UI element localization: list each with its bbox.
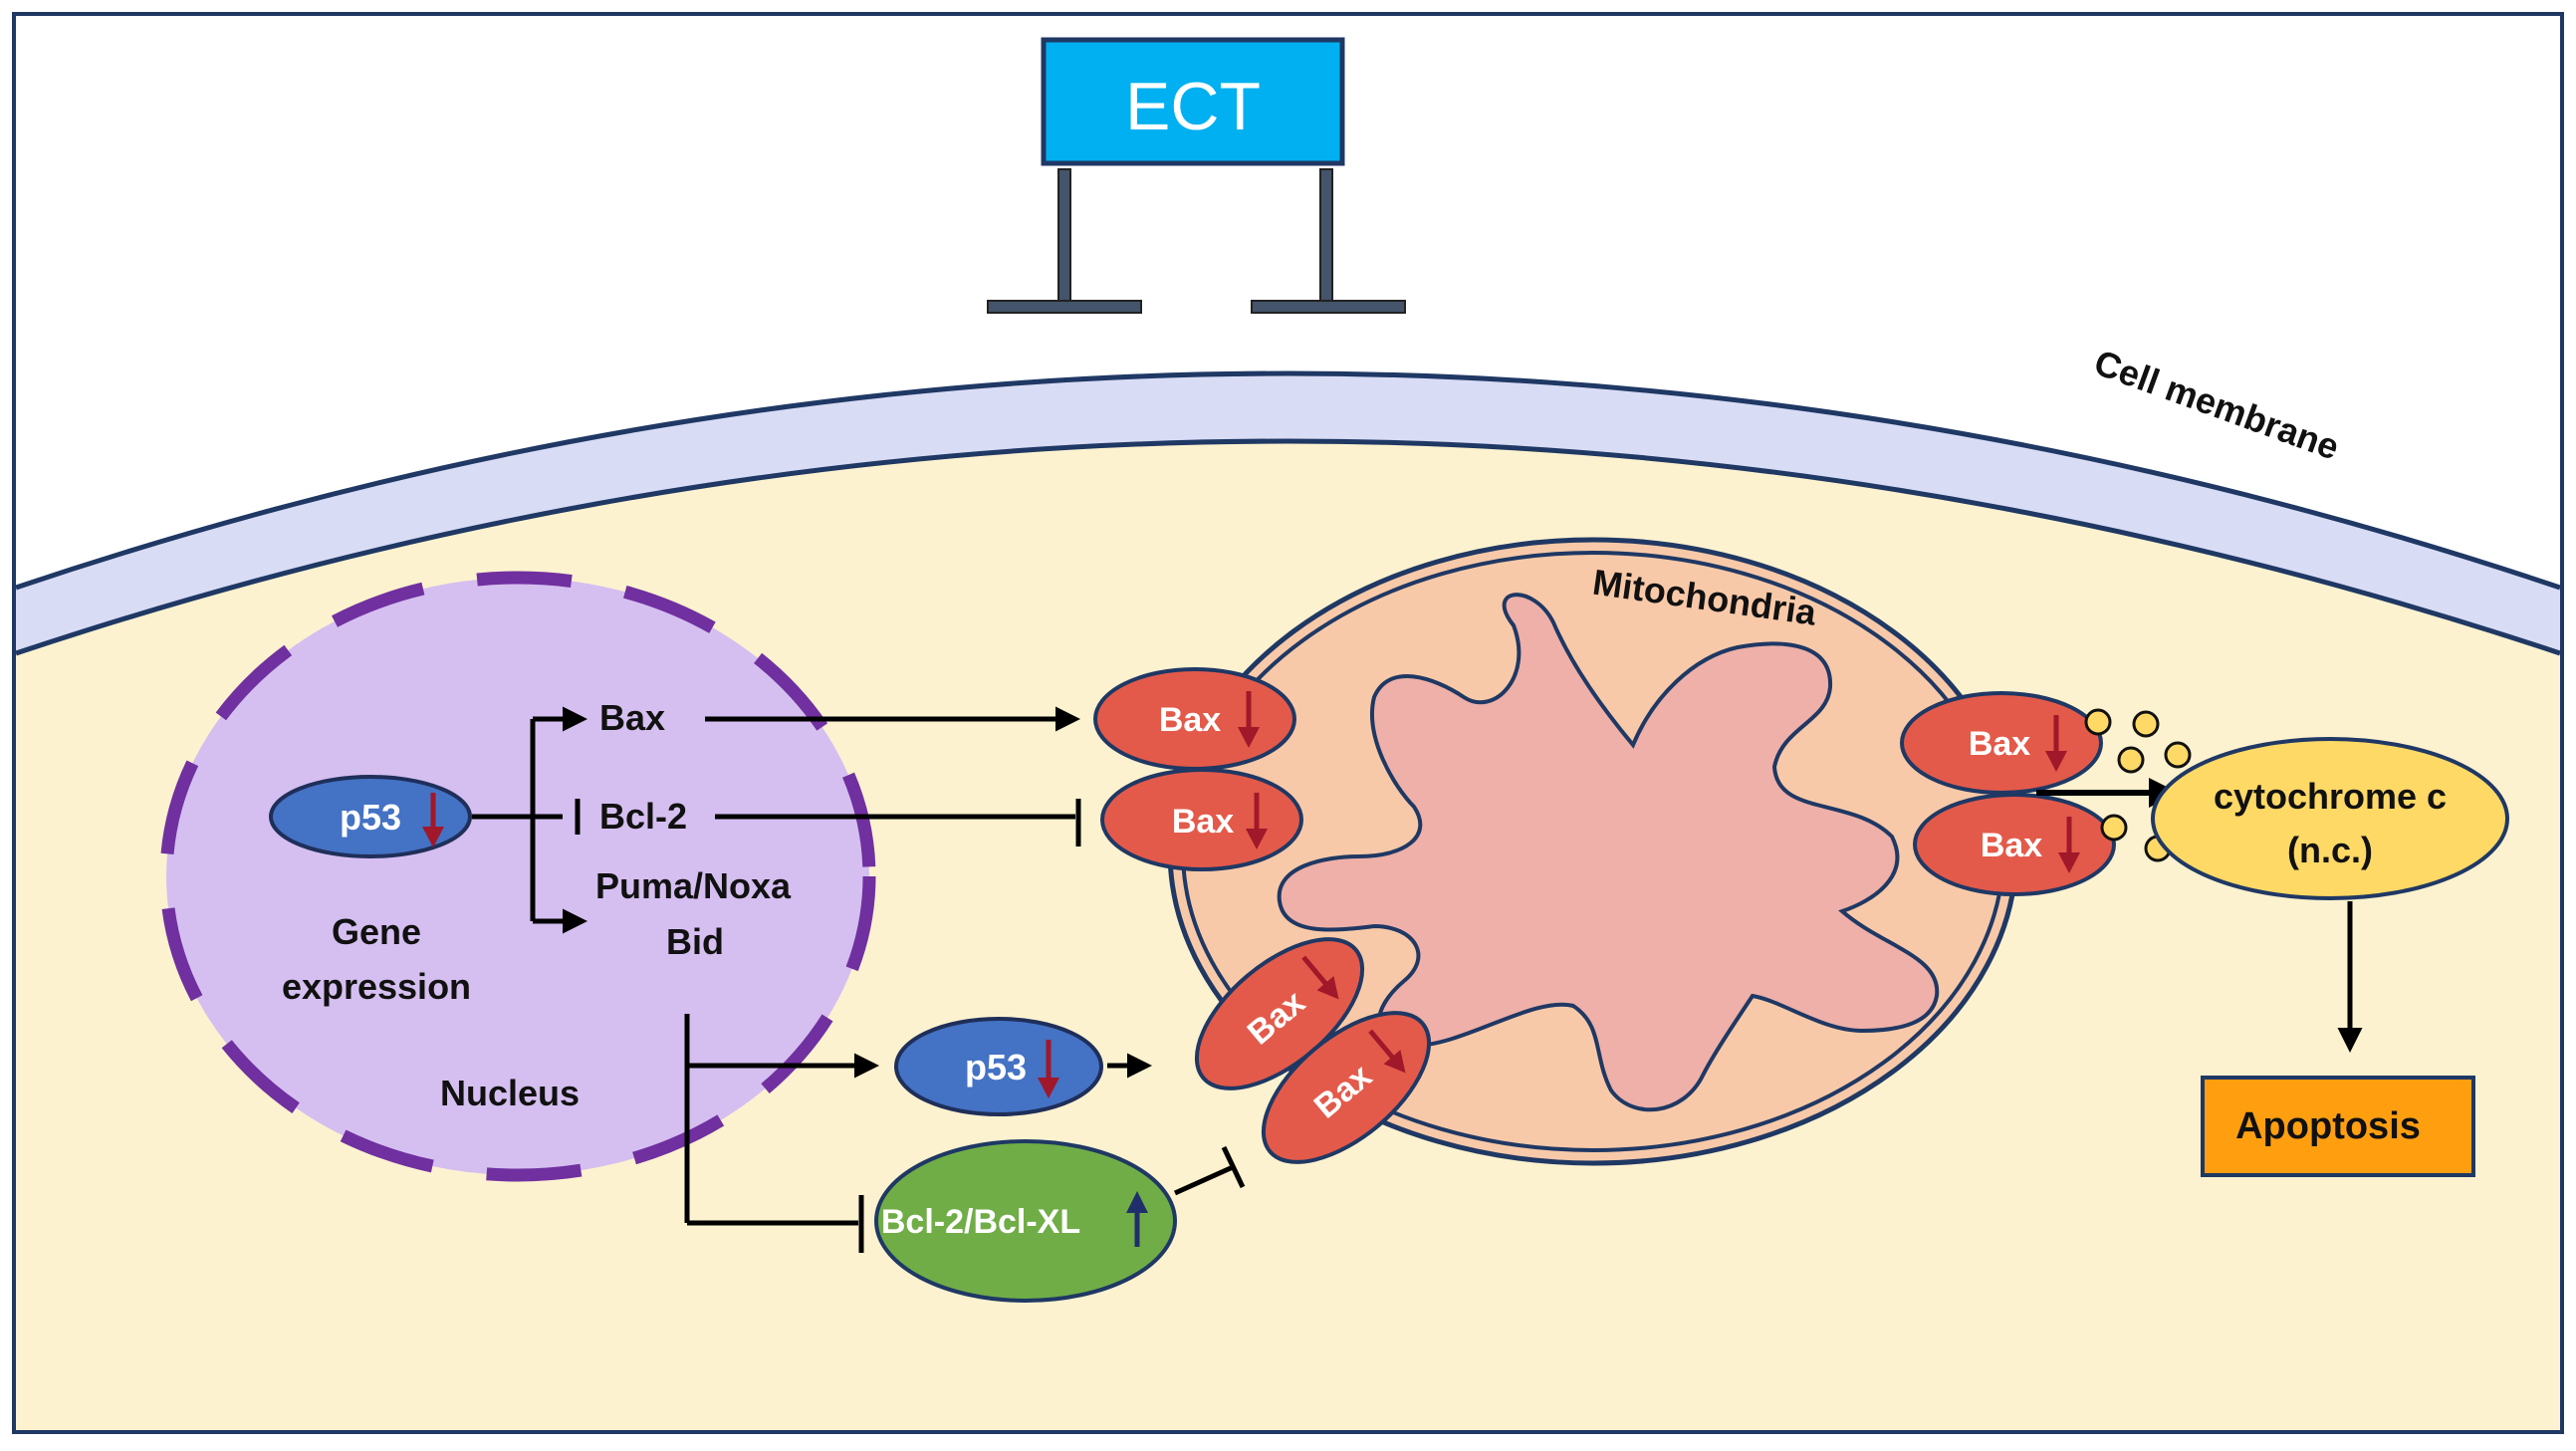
apoptosis-box — [2201, 1076, 2475, 1177]
bax-protein: Bax — [1900, 691, 2103, 795]
puma-noxa-label: Puma/Noxa — [595, 865, 792, 906]
cytochrome-label-1: cytochrome c — [2214, 776, 2447, 817]
bid-pathway — [684, 1014, 879, 1253]
membrane-inner-edge — [15, 438, 2561, 656]
down-arrow-icon — [2058, 817, 2080, 873]
ect-inhibit-bar-right — [1251, 300, 1406, 314]
down-arrow-icon — [2045, 715, 2067, 772]
bcl-xl-inhibit-end-bar — [1221, 1145, 1246, 1189]
down-arrow-icon — [1246, 793, 1268, 849]
ect-box — [1041, 37, 1345, 166]
p53-nuclear-oval — [269, 775, 472, 858]
bid-label: Bid — [666, 921, 724, 962]
ect-leg-right — [1319, 168, 1333, 308]
bcl2-label: Bcl-2 — [599, 796, 687, 837]
bcl2-bclxl-oval — [874, 1139, 1177, 1303]
ect-label: ECT — [1125, 69, 1261, 144]
bax-protein: Bax — [1913, 793, 2116, 896]
membrane-outer-edge — [15, 370, 2561, 591]
down-arrow-icon — [1368, 1029, 1406, 1074]
p53-nuclear-label: p53 — [340, 797, 401, 838]
gene-expression-branches: Bax Bcl-2 Puma/Noxa Bid — [472, 697, 792, 962]
bax-label: Bax — [1981, 827, 2042, 864]
bax-label: Bax — [1172, 803, 1234, 841]
p53-nuclear: p53 — [269, 775, 472, 858]
down-arrow-icon — [1038, 1040, 1059, 1098]
mitochondrion: Mitochondria — [1167, 537, 2019, 1166]
ect-inhibit-bar-left — [987, 300, 1142, 314]
bax-label: Bax — [599, 697, 665, 738]
ect-stimulus: ECT — [987, 37, 1406, 314]
bcl2-bclxl-label: Bcl-2/Bcl-XL — [881, 1203, 1080, 1241]
cytochrome-label-2: (n.c.) — [2287, 830, 2373, 870]
gene-expression-label-2: expression — [282, 966, 471, 1007]
down-arrow-icon — [422, 793, 444, 847]
mito-cristae — [1277, 593, 1940, 1112]
nucleus-envelope — [159, 571, 876, 1182]
bax-protein: Bax — [1100, 768, 1303, 871]
nucleus-label: Nucleus — [440, 1073, 580, 1113]
bax-protein: Bax — [1261, 1011, 1432, 1164]
bcl2-bclxl: Bcl-2/Bcl-XL — [874, 1139, 1177, 1303]
cytochrome-c: cytochrome c (n.c.) — [2151, 737, 2509, 900]
bax-label: Bax — [1159, 701, 1221, 739]
p53-cytoplasmic-label: p53 — [965, 1047, 1027, 1088]
nucleus: Gene expression Nucleus — [159, 571, 876, 1182]
p53-cytoplasmic: p53 — [894, 1017, 1103, 1116]
down-arrow-icon — [1301, 955, 1339, 1000]
down-arrow-icon — [1238, 691, 1260, 748]
bax-label: Bax — [1969, 725, 2030, 763]
apoptosis-label: Apoptosis — [2235, 1105, 2421, 1147]
apoptosis: Apoptosis — [2201, 1076, 2475, 1177]
up-arrow-icon — [1126, 1191, 1148, 1247]
bcl-xl-inhibit-line — [1173, 1164, 1235, 1196]
gene-expression-label-1: Gene — [332, 911, 421, 952]
ect-leg-left — [1057, 168, 1071, 308]
bax-protein: Bax — [1093, 667, 1296, 771]
bax-protein: Bax — [1194, 937, 1365, 1090]
